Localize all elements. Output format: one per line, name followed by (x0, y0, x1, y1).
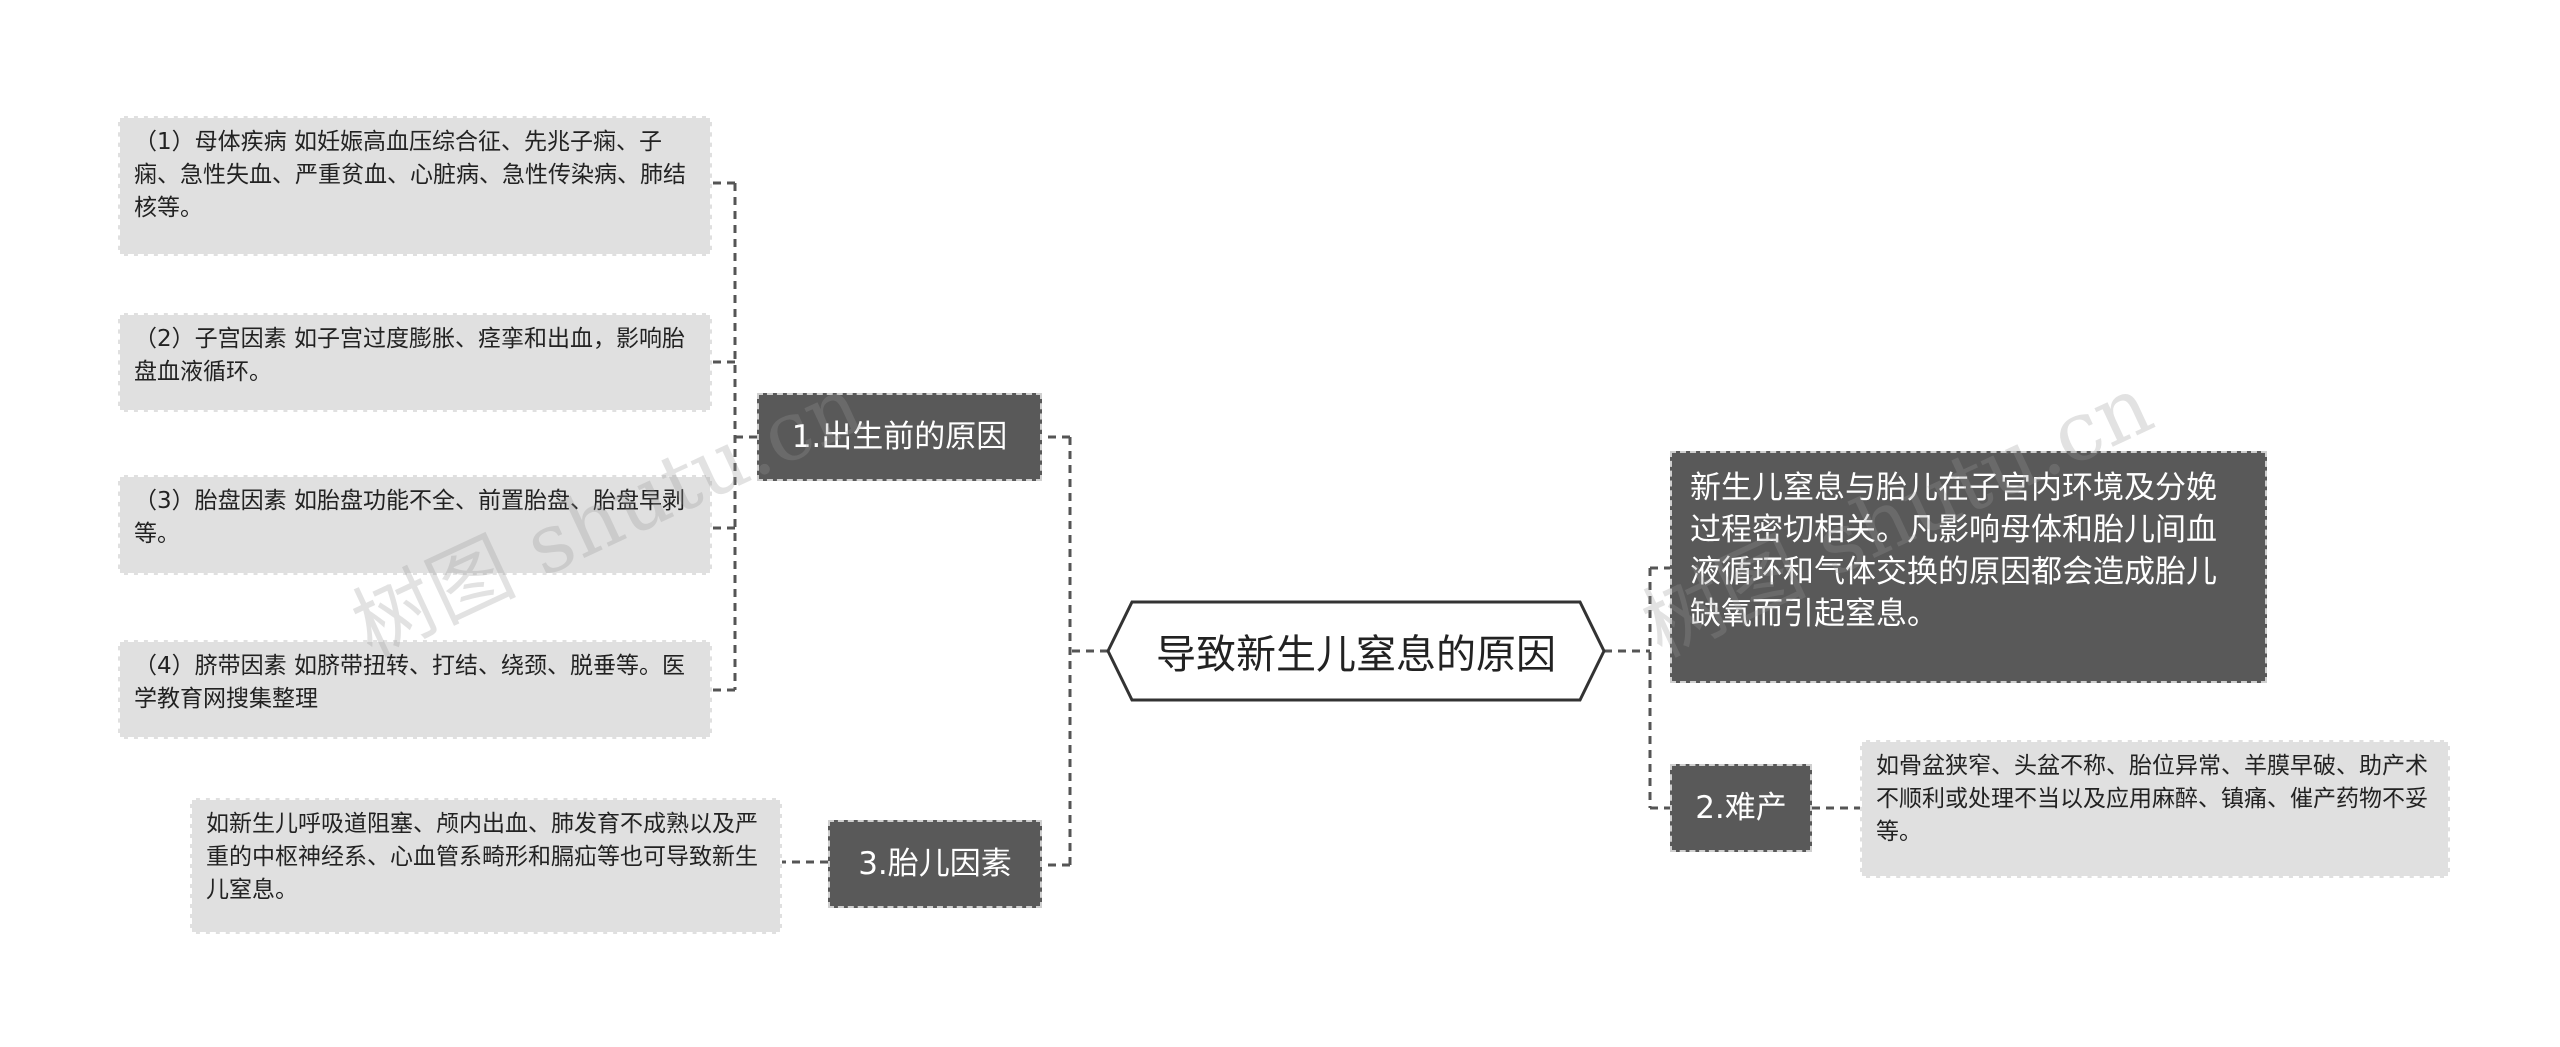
leaf-fetal-factor[interactable]: 如新生儿呼吸道阻塞、颅内出血、肺发育不成熟以及严重的中枢神经系、心血管系畸形和膈… (190, 798, 782, 934)
leaf-text: （1）母体疾病 如妊娠高血压综合征、先兆子痫、子痫、急性失血、严重贫血、心脏病、… (134, 129, 686, 221)
branch-fetal-label: 3.胎儿因素 (858, 846, 1012, 882)
branch-fetal[interactable]: 3.胎儿因素 (828, 820, 1042, 908)
leaf-text: （3）胎盘因素 如胎盘功能不全、前置胎盘、胎盘早剥等。 (134, 488, 685, 547)
leaf-uterine-factor[interactable]: （2）子宫因素 如子宫过度膨胀、痉挛和出血，影响胎盘血液循环。 (118, 313, 712, 412)
root-node[interactable]: 导致新生儿窒息的原因 (1108, 602, 1604, 700)
branch-prenatal[interactable]: 1.出生前的原因 (757, 393, 1042, 481)
root-hexagon (1106, 600, 1606, 702)
branch-dystocia-label: 2.难产 (1695, 790, 1787, 826)
leaf-maternal-disease[interactable]: （1）母体疾病 如妊娠高血压综合征、先兆子痫、子痫、急性失血、严重贫血、心脏病、… (118, 116, 712, 256)
summary-text: 新生儿窒息与胎儿在子宫内环境及分娩过程密切相关。凡影响母体和胎儿间血液循环和气体… (1690, 470, 2217, 632)
leaf-umbilical-factor[interactable]: （4）脐带因素 如脐带扭转、打结、绕颈、脱垂等。医学教育网搜集整理 (118, 640, 712, 739)
leaf-text: （2）子宫因素 如子宫过度膨胀、痉挛和出血，影响胎盘血液循环。 (134, 326, 685, 385)
branch-prenatal-label: 1.出生前的原因 (791, 419, 1008, 455)
leaf-text: （4）脐带因素 如脐带扭转、打结、绕颈、脱垂等。医学教育网搜集整理 (134, 653, 685, 712)
leaf-text: 如骨盆狭窄、头盆不称、胎位异常、羊膜早破、助产术不顺利或处理不当以及应用麻醉、镇… (1876, 753, 2428, 845)
branch-dystocia[interactable]: 2.难产 (1670, 764, 1812, 852)
leaf-dystocia[interactable]: 如骨盆狭窄、头盆不称、胎位异常、羊膜早破、助产术不顺利或处理不当以及应用麻醉、镇… (1860, 740, 2450, 878)
root-label: 导致新生儿窒息的原因 (1156, 632, 1556, 678)
summary-note[interactable]: 新生儿窒息与胎儿在子宫内环境及分娩过程密切相关。凡影响母体和胎儿间血液循环和气体… (1670, 451, 2267, 683)
leaf-placental-factor[interactable]: （3）胎盘因素 如胎盘功能不全、前置胎盘、胎盘早剥等。 (118, 475, 712, 575)
leaf-text: 如新生儿呼吸道阻塞、颅内出血、肺发育不成熟以及严重的中枢神经系、心血管系畸形和膈… (206, 811, 758, 903)
